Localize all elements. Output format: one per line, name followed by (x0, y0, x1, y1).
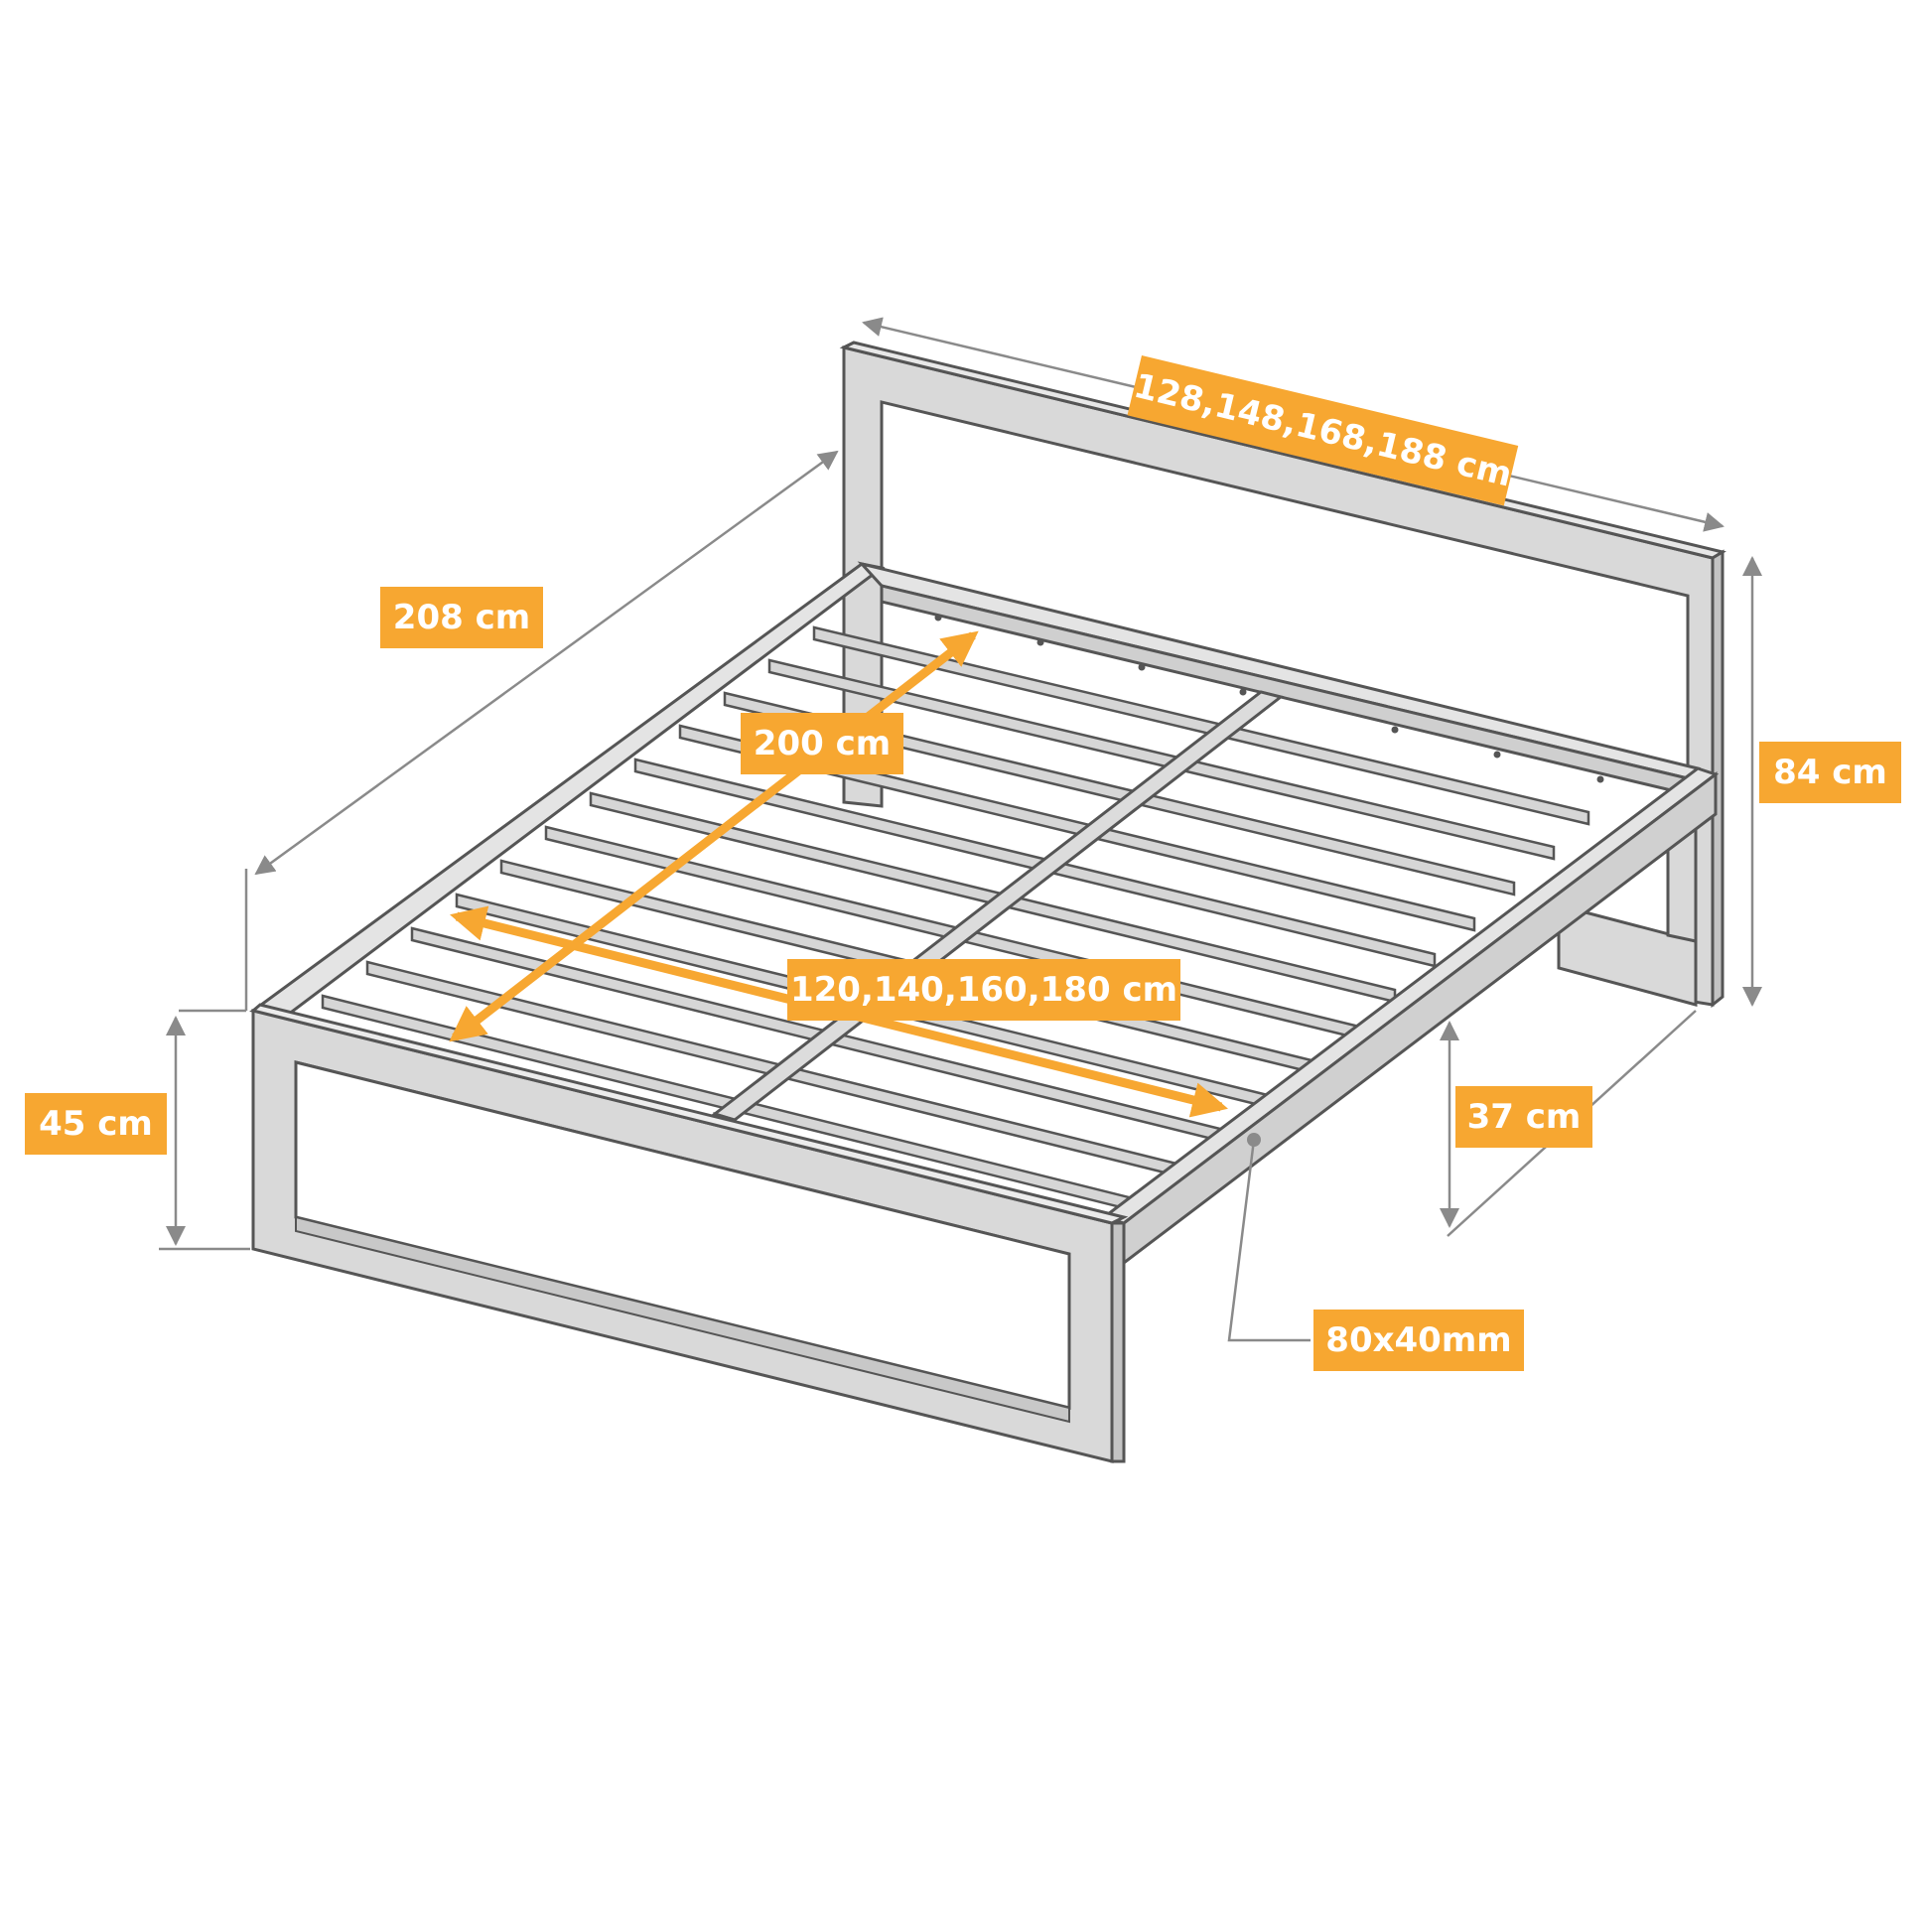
head-rail (857, 561, 1701, 796)
rear-leg-panel (1557, 822, 1698, 1007)
leg-height-label: 37 cm (1455, 1086, 1592, 1148)
mattress-width-label: 120,140,160,180 cm (787, 959, 1180, 1021)
right-rail (1100, 766, 1720, 1267)
footboard (249, 1003, 1129, 1463)
profile-leader (1227, 1139, 1311, 1342)
total-length-label: 208 cm (380, 587, 543, 648)
profile-marker (1247, 1133, 1261, 1147)
profile-size-label: 80x40mm (1313, 1310, 1524, 1371)
frame-height-label: 45 cm (25, 1093, 167, 1155)
headboard-height-label: 84 cm (1759, 742, 1901, 803)
mattress-length-label: 200 cm (741, 713, 903, 774)
